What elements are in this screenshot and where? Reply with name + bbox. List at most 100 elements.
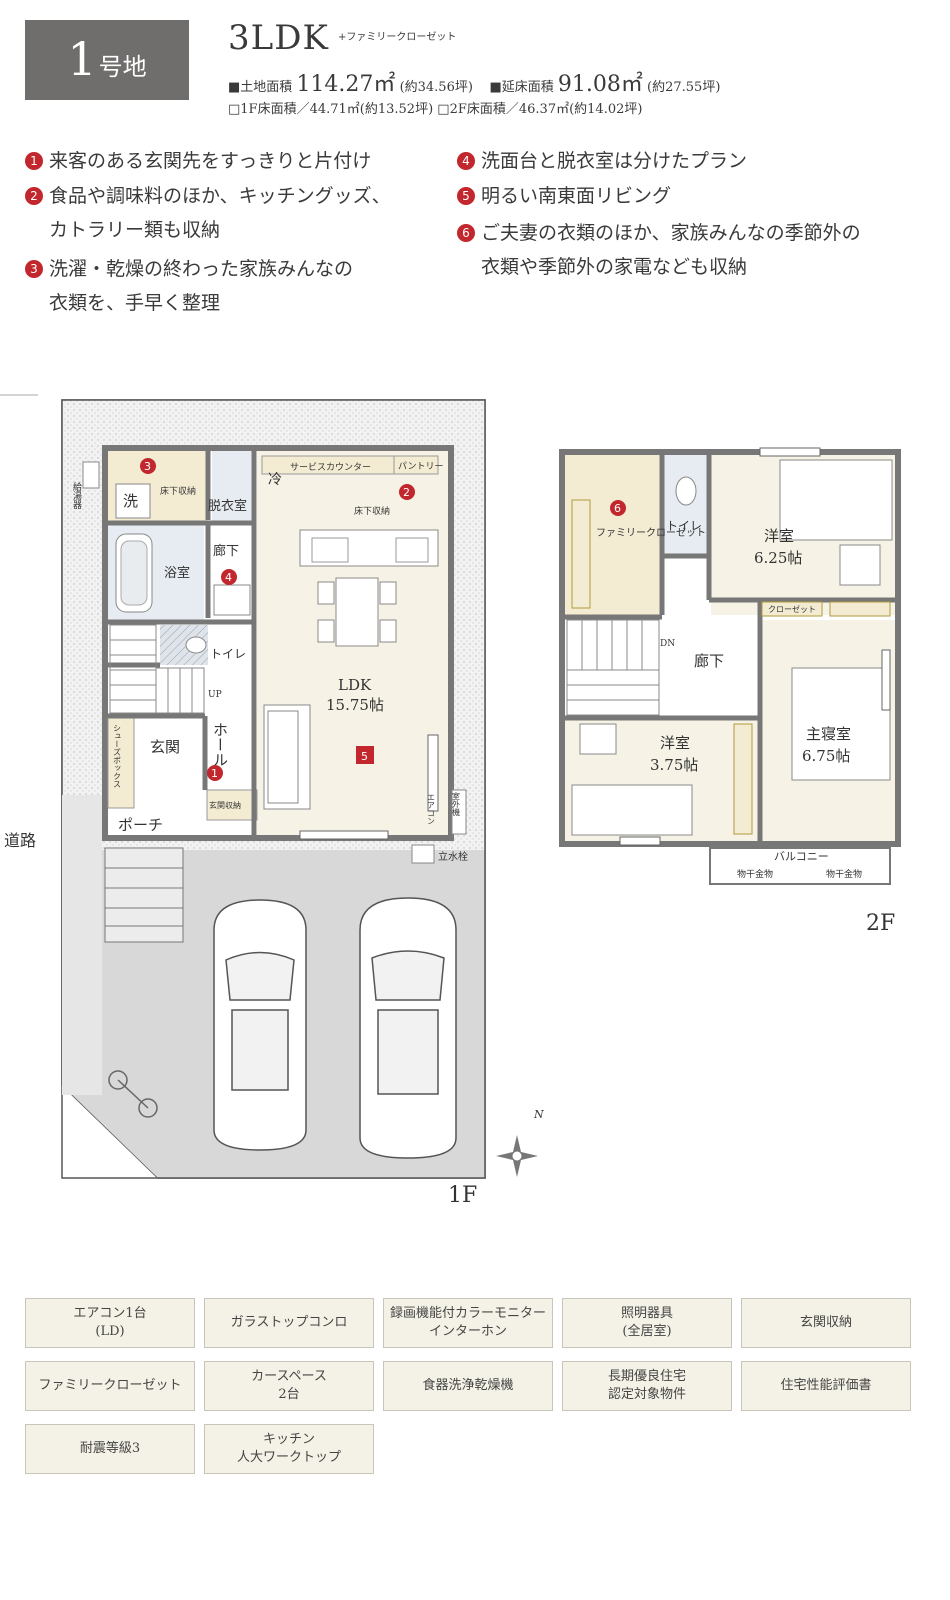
compass-label: N	[533, 1108, 544, 1121]
amenity-text: 住宅性能評価書	[780, 1378, 872, 1393]
entrance-label: 玄関	[150, 738, 180, 756]
main-bedroom-label: 主寝室	[806, 725, 851, 743]
up-label: UP	[208, 690, 222, 700]
closet-label: クローゼット	[768, 604, 816, 614]
marker-1: 1	[207, 765, 223, 781]
land-area-tsubo: (約34.56坪)	[399, 80, 473, 95]
feature-text: 洗面台と脱衣室は分けたプラン	[481, 150, 748, 172]
aircon-label: エアコン	[427, 793, 436, 825]
washer-label: 洗	[123, 492, 138, 510]
floor1-area: □1F床面積／44.71㎡(約13.52坪)	[228, 102, 434, 117]
down-label: DN	[660, 639, 675, 649]
amenity-text: 認定対象物件	[607, 1387, 686, 1402]
amenity-item: 食器洗浄乾燥機	[383, 1361, 553, 1411]
dressing-room-label: 脱衣室	[208, 498, 247, 514]
drying-rack-label: 物干金物	[737, 868, 773, 880]
marker-4: 4	[221, 569, 237, 585]
western-room-1-size: 6.25帖	[754, 549, 802, 567]
amenity-text: (全居室)	[622, 1324, 672, 1339]
pantry-label: パントリー	[398, 461, 443, 472]
marker-5: 5	[356, 746, 374, 764]
balcony-label: バルコニー	[774, 850, 829, 863]
ldk-label: LDK	[338, 676, 372, 694]
amenity-item: キッチン人大ワークトップ	[204, 1424, 374, 1474]
fridge-label: 冷	[268, 472, 282, 488]
shoe-box-label: シューズボックス	[113, 724, 122, 788]
amenity-text: 食器洗浄乾燥機	[422, 1378, 514, 1393]
amenity-text: 人大ワークトップ	[236, 1450, 341, 1465]
marker-2: 2	[399, 484, 415, 500]
toilet-2f-label: トイレ	[666, 519, 702, 533]
marker-number: 1	[211, 767, 218, 780]
toilet-label: トイレ	[210, 647, 246, 661]
land-area-label: ■土地面積	[228, 80, 293, 95]
feature-text: 明るい南東面リビング	[481, 185, 672, 207]
floor-2-plan: ファミリークローゼット トイレ 洋室 6.25帖 クローゼット DN 廊下 洋室…	[559, 447, 901, 936]
amenity-text: ファミリークローゼット	[38, 1378, 182, 1393]
marker-number: 4	[225, 571, 232, 584]
marker-6: 6	[610, 500, 626, 516]
amenity-text: 玄関収納	[799, 1315, 852, 1330]
marker-number: 6	[614, 502, 621, 515]
amenity-text: 録画機能付カラーモニター	[389, 1306, 546, 1321]
amenity-text: (LD)	[95, 1324, 125, 1339]
amenity-item: 照明器具 (全居室)	[562, 1298, 732, 1348]
feature-5: 5 明るい南東面リビング	[457, 179, 671, 213]
feature-text: 洗濯・乾燥の終わった家族みんなの	[49, 258, 354, 280]
feature-number: 5	[457, 187, 475, 205]
compass-icon	[496, 1135, 538, 1177]
hall-label: ホール	[211, 722, 229, 767]
entrance-storage-label: 玄関収納	[209, 800, 241, 810]
ldk-size: 15.75帖	[326, 696, 384, 714]
marker-3: 3	[140, 458, 156, 474]
amenity-text: インターホン	[428, 1324, 507, 1339]
feature-3: 3 洗濯・乾燥の終わった家族みんなの 衣類を、手早く整理	[25, 252, 353, 320]
marker-number: 5	[361, 750, 368, 763]
amenity-item: エアコン1台(LD)	[25, 1298, 195, 1348]
title-block: 3LDK +ファミリークローゼット	[228, 18, 456, 58]
total-floor-tsubo: (約27.55坪)	[647, 80, 721, 95]
amenity-item: 耐震等級3	[25, 1424, 195, 1474]
porch-label: ポーチ	[118, 816, 163, 834]
amenity-text: 照明器具	[620, 1306, 673, 1321]
total-floor-value: 91.08㎡	[557, 72, 643, 97]
area-row-totals: ■土地面積 114.27㎡ (約34.56坪) ■延床面積 91.08㎡ (約2…	[228, 66, 720, 98]
amenity-text: キッチン	[262, 1432, 315, 1447]
lot-number: 1	[67, 32, 97, 86]
amenity-text: 耐震等級3	[79, 1441, 141, 1456]
feature-number: 4	[457, 152, 475, 170]
amenity-text: 長期優良住宅	[607, 1369, 686, 1384]
underfloor-storage-label: 床下収納	[354, 505, 390, 517]
feature-number: 2	[25, 187, 43, 205]
feature-number: 1	[25, 152, 43, 170]
faucet-label: 立水栓	[438, 850, 468, 863]
feature-text: 衣類を、手早く整理	[49, 292, 221, 314]
area-row-floors: □1F床面積／44.71㎡(約13.52坪) □2F床面積／46.37㎡(約14…	[228, 98, 642, 117]
underfloor-storage-label: 床下収納	[160, 485, 196, 497]
amenity-item: ファミリークローゼット	[25, 1361, 195, 1411]
western-room-1-label: 洋室	[764, 527, 794, 545]
lot-suffix: 号地	[98, 53, 147, 81]
amenity-item: ガラストップコンロ	[204, 1298, 374, 1348]
floor-1-label: 1F	[448, 1183, 477, 1208]
feature-4: 4 洗面台と脱衣室は分けたプラン	[457, 144, 747, 178]
plan-type: 3LDK	[228, 18, 329, 58]
corridor-label: 廊下	[213, 543, 239, 559]
amenity-text: カースペース	[251, 1369, 327, 1384]
bathroom-label: 浴室	[164, 565, 190, 581]
feature-text: ご夫妻の衣類のほか、家族みんなの季節外の	[481, 222, 861, 244]
road-label: 道路	[4, 831, 36, 850]
feature-text: 衣類や季節外の家電なども収納	[481, 256, 748, 278]
amenity-item: 長期優良住宅認定対象物件	[562, 1361, 732, 1411]
feature-number: 3	[25, 260, 43, 278]
feature-text: 食品や調味料のほか、キッチングッズ、	[49, 185, 391, 207]
land-area-value: 114.27㎡	[296, 72, 396, 97]
floor2-area: □2F床面積／46.37㎡(約14.02坪)	[437, 102, 643, 117]
lot-badge: 1 号地	[25, 20, 189, 100]
outdoor-unit-label: 室外機	[452, 791, 461, 817]
corridor-2f-label: 廊下	[694, 652, 724, 670]
amenity-item: 玄関収納	[741, 1298, 911, 1348]
